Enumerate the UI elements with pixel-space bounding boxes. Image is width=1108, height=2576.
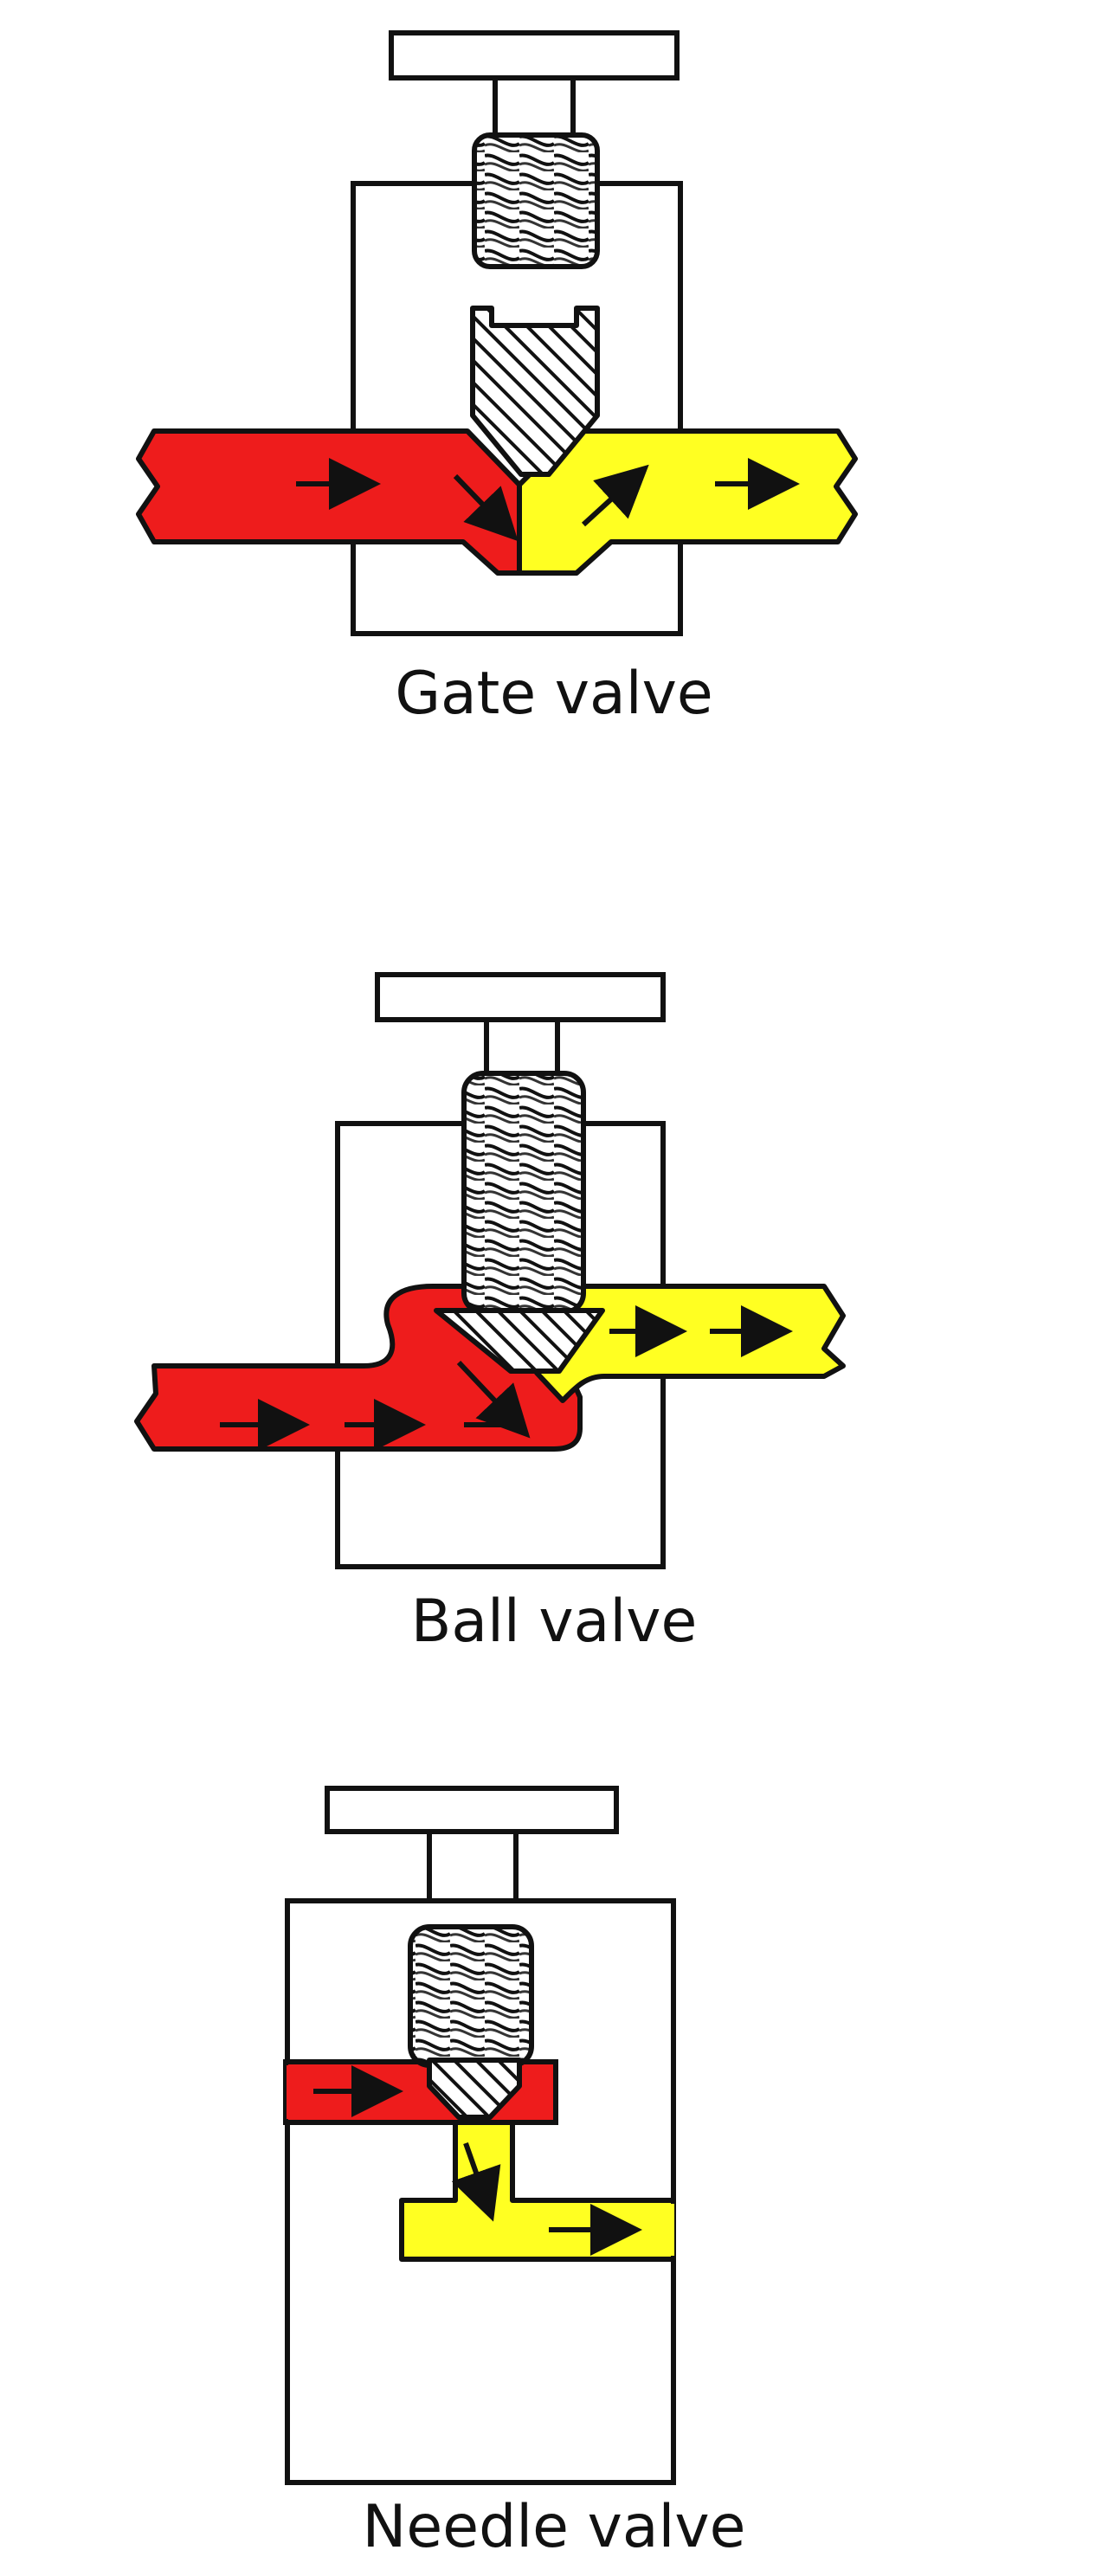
ball-threaded-stem-icon	[461, 1071, 586, 1315]
ball-handwheel[interactable]	[375, 972, 666, 1022]
gate-valve	[136, 30, 858, 636]
gate-arrow-down-icon	[453, 473, 519, 542]
needle-valve	[283, 1786, 676, 2485]
ball-arrow-down-icon	[456, 1360, 531, 1439]
needle-threaded-stem-icon	[408, 1924, 534, 2068]
ball-valve	[134, 972, 846, 1569]
needle-arrow-down-icon	[451, 2142, 501, 2222]
gate-threaded-stem-icon	[472, 132, 600, 269]
needle-hatched-plug-icon	[427, 2058, 522, 2120]
gate-valve-label: Gate valve	[395, 660, 713, 728]
ball-valve-label: Ball valve	[410, 1587, 698, 1656]
needle-valve-label: Needle valve	[362, 2493, 746, 2561]
gate-hatched-plug-icon	[470, 306, 600, 477]
needle-handwheel[interactable]	[325, 1786, 619, 1834]
ball-hatched-plug-icon	[434, 1308, 605, 1374]
gate-handwheel[interactable]	[389, 30, 680, 80]
gate-arrow-up-icon	[581, 464, 649, 527]
